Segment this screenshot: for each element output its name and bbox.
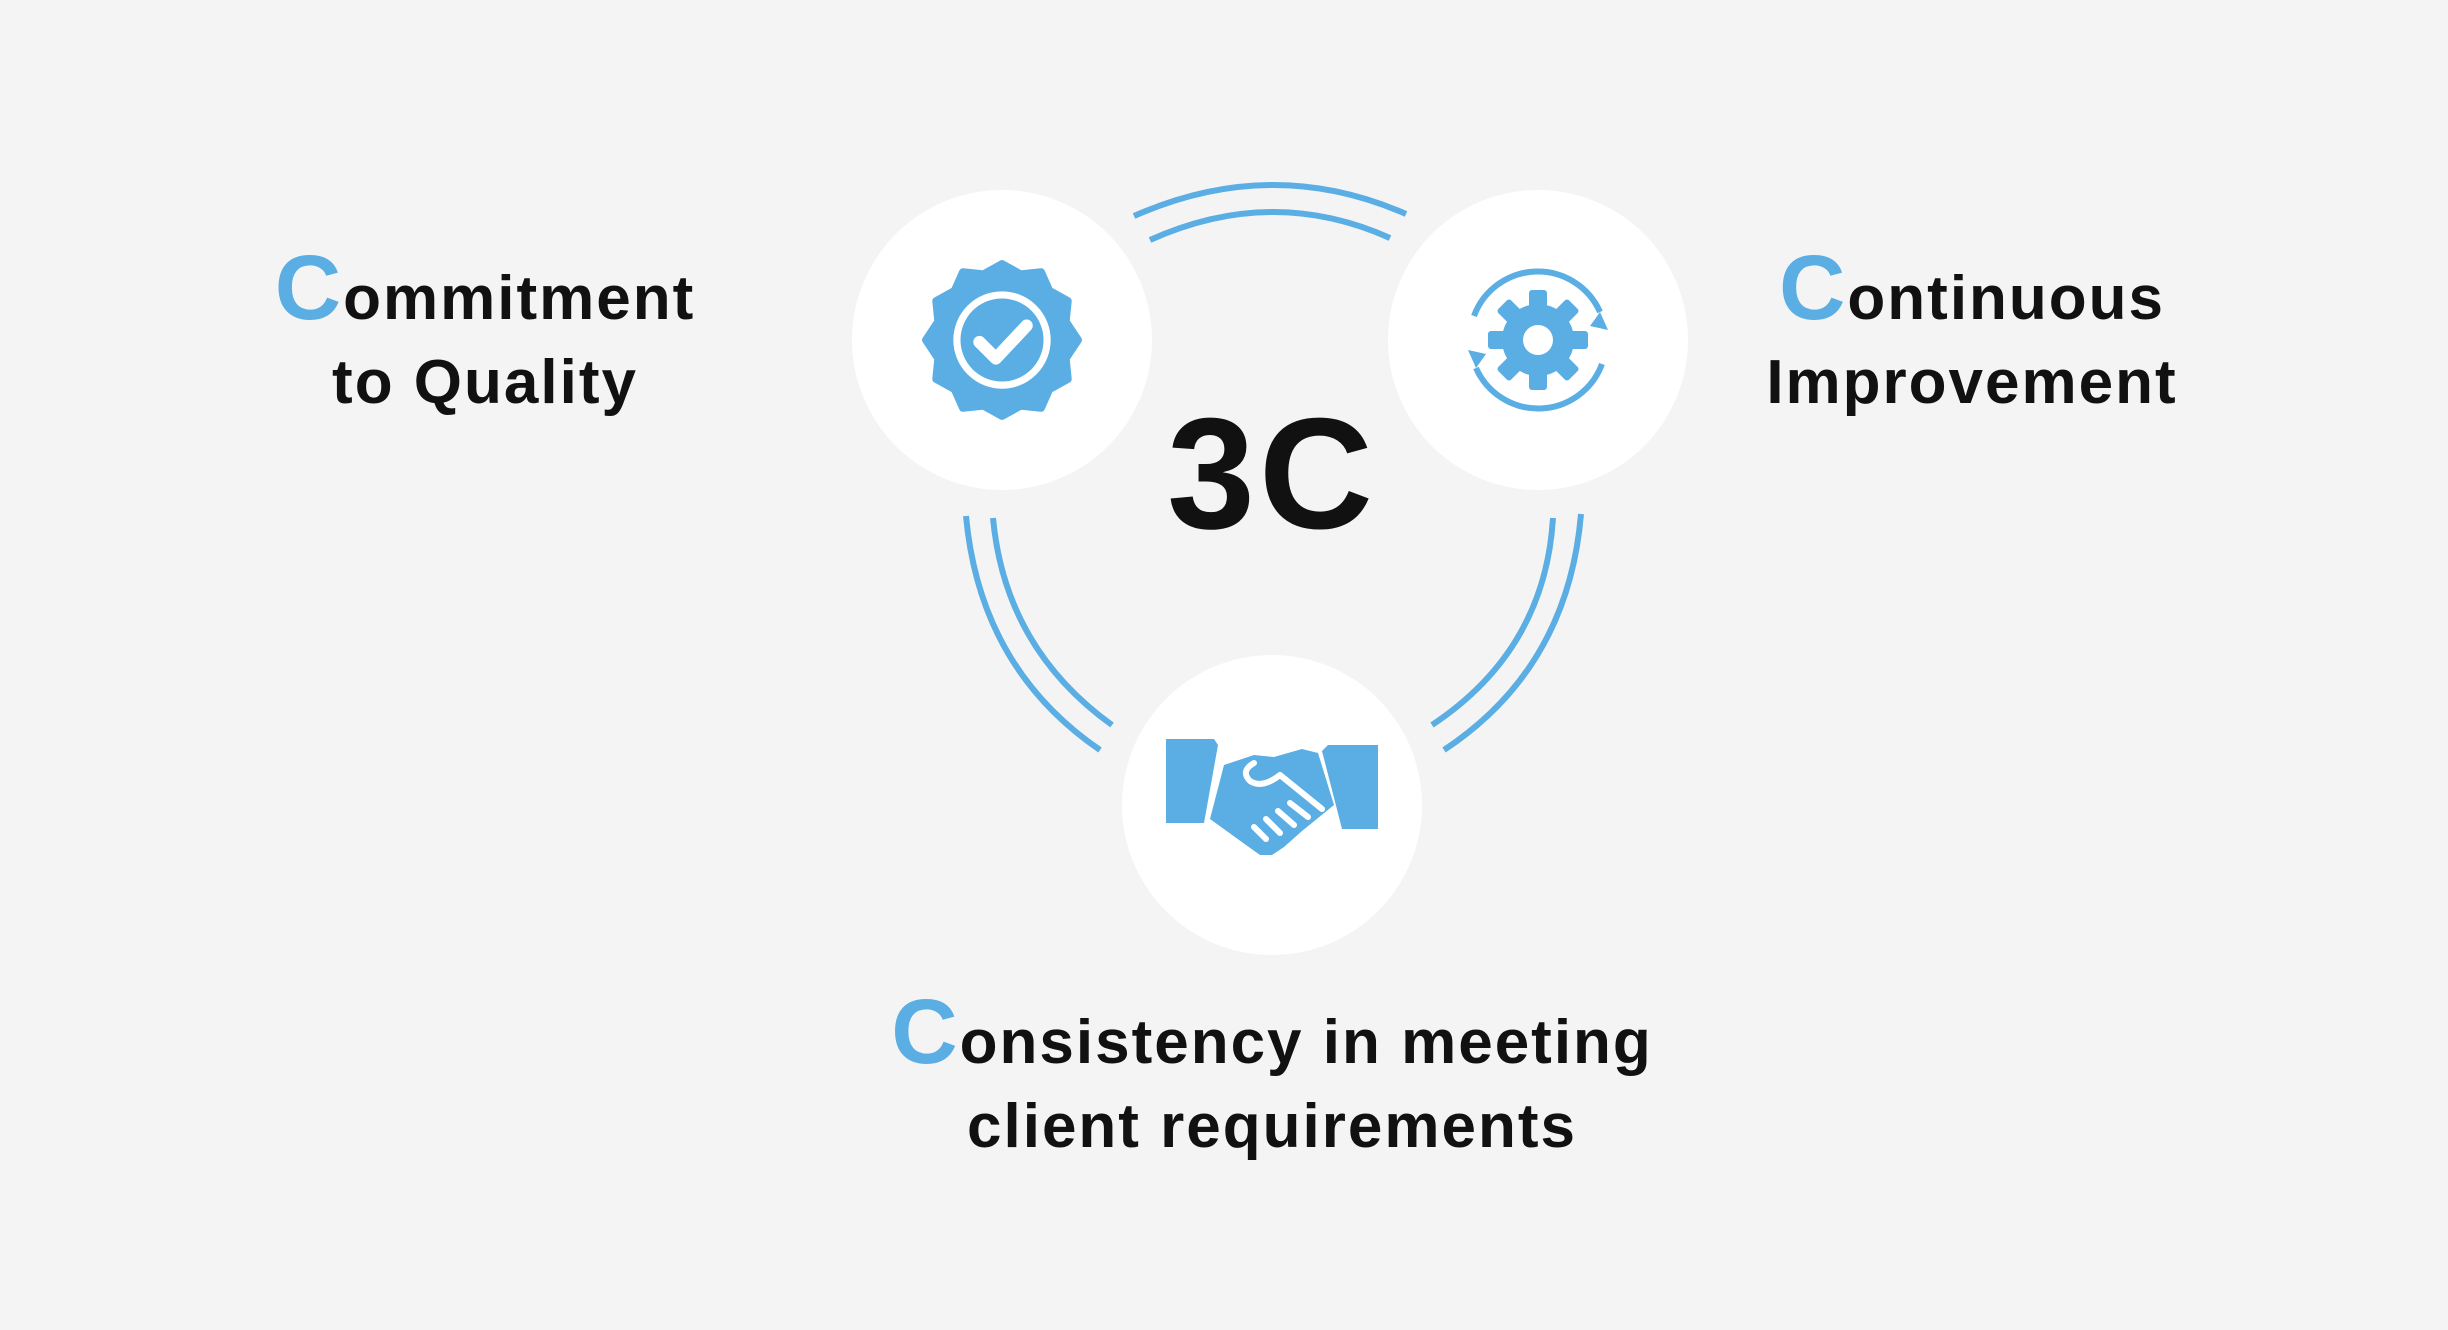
label-line-2: Improvement [1766,348,2178,417]
quality-badge-icon [922,260,1082,420]
node-consistency [1122,655,1422,955]
label-commitment-quality: Commitment to Quality [270,237,700,425]
center-title: 3C [1167,386,1377,562]
badge-seal [922,260,1082,420]
label-line-1: Commitment [274,237,696,339]
arc-top-outer [1132,182,1408,219]
arc-left-inner [990,517,1114,728]
label-line-1: Continuous [1778,237,2166,339]
gear-cycle-icon [1468,268,1608,412]
label-line-2: client requirements [967,1092,1577,1161]
node-commitment-quality [852,190,1152,490]
label-initial: C [274,237,344,339]
label-continuous-improvement: Continuous Improvement [1752,237,2192,425]
handshake-icon [1166,739,1378,855]
node-continuous-improvement [1388,190,1688,490]
label-line-1: Consistency in meeting [891,981,1653,1083]
label-line-2: to Quality [332,348,638,417]
arc-right-outer [1442,513,1584,753]
arc-left-outer [963,515,1102,753]
label-initial: C [891,981,960,1083]
arc-right-inner [1430,517,1556,728]
label-consistency: Consistency in meeting client requiremen… [882,981,1662,1169]
arc-top-inner [1148,209,1392,243]
label-initial: C [1778,237,1848,339]
